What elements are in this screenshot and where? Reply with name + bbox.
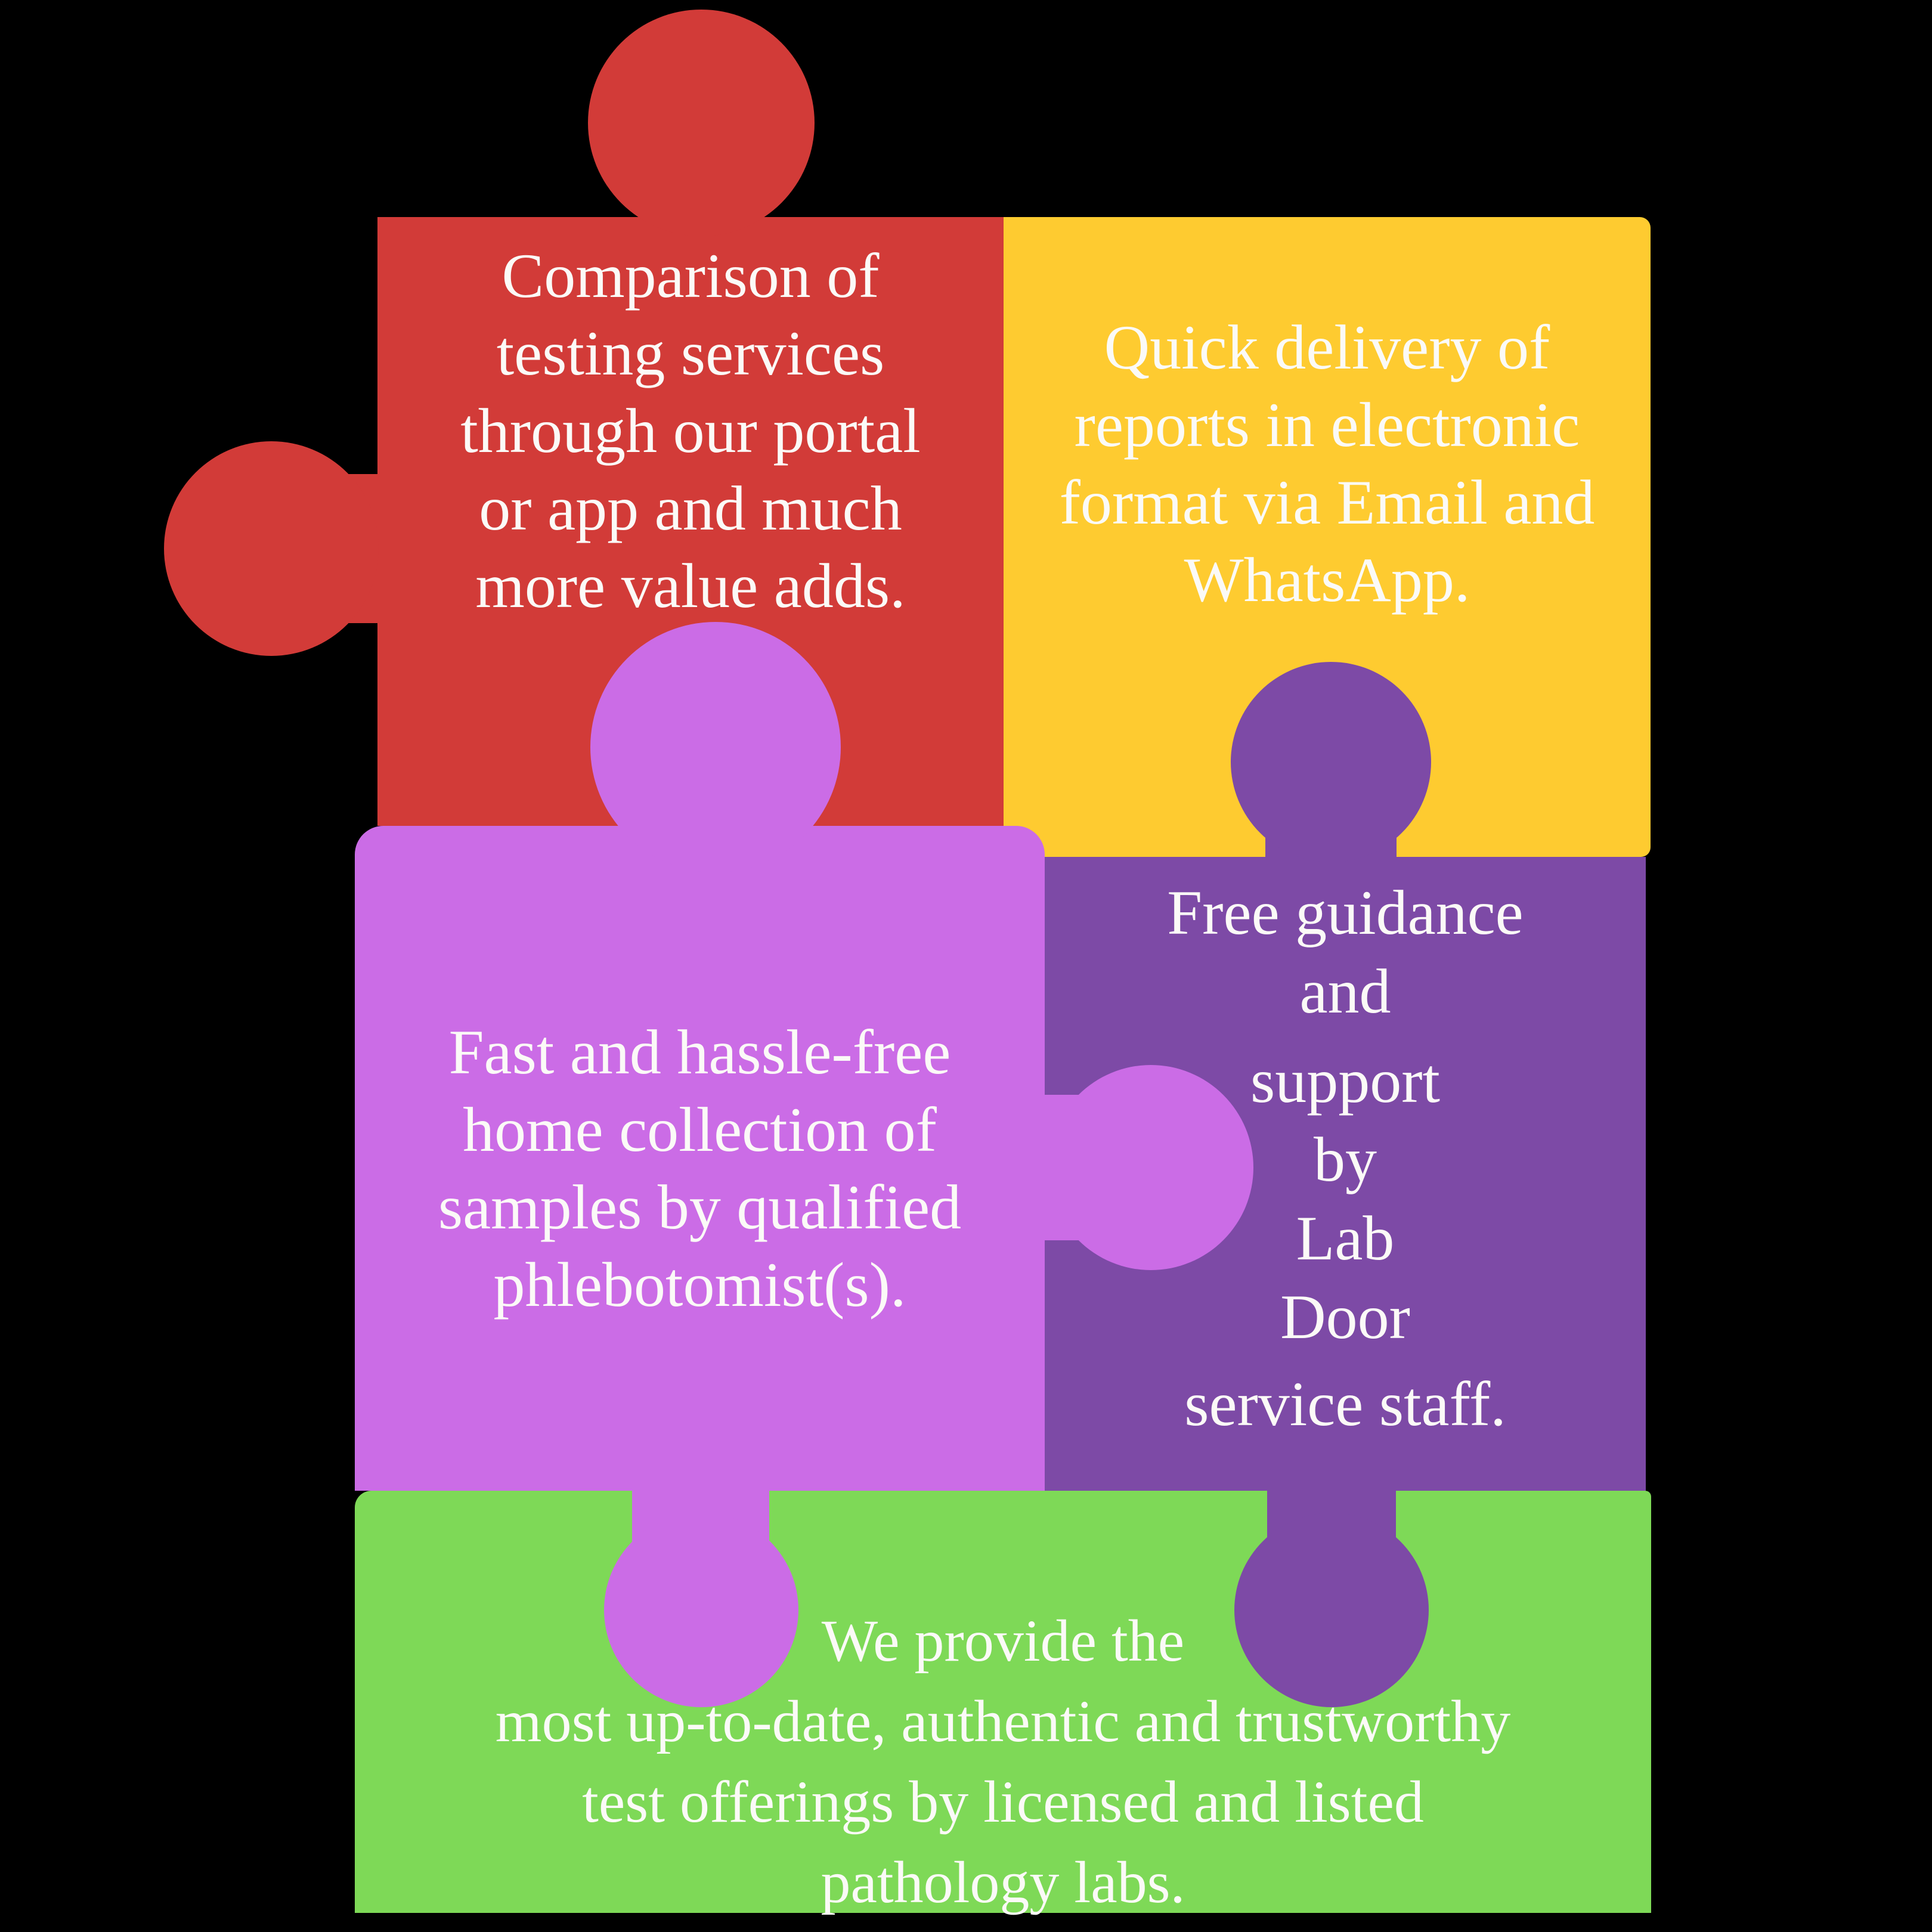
pink-text: Fast and hassle-free home collection of …	[355, 1014, 1045, 1324]
pink-right-knob	[1048, 1065, 1253, 1270]
red-text-line: testing services	[496, 318, 885, 388]
red-text-line: Comparison of	[501, 241, 880, 311]
yellow-text-line: WhatsApp.	[1184, 545, 1470, 615]
pink-text-line: Fast and hassle-free	[448, 1017, 951, 1087]
pink-text-line: home collection of	[463, 1095, 937, 1165]
pink-text-line: samples by qualified	[438, 1172, 962, 1242]
yellow-text-line: format via Email and	[1059, 467, 1595, 537]
purple-text-line: Door	[1280, 1282, 1410, 1352]
pink-text-line: phlebotomist(s).	[493, 1250, 906, 1320]
purple-text-line: Free guidance	[1167, 878, 1524, 948]
red-text: Comparison of testing services through o…	[377, 237, 1004, 625]
green-text: We provide the most up-to-date, authenti…	[355, 1600, 1651, 1922]
red-text-line: or app and much	[479, 473, 902, 543]
pink-top-knob	[590, 622, 841, 872]
purple-text-line: and	[1299, 956, 1391, 1026]
yellow-text: Quick delivery of reports in electronic …	[1004, 309, 1651, 619]
red-left-knob	[164, 441, 379, 656]
green-piece-body	[355, 1491, 1651, 1913]
red-top-knob	[588, 10, 815, 236]
red-text-line: more value adds.	[475, 551, 906, 621]
purple-text-line: Lab	[1296, 1203, 1395, 1273]
yellow-text-line: Quick delivery of	[1104, 312, 1550, 382]
purple-bottom-knob	[1234, 1513, 1429, 1707]
green-text-line: We provide the	[821, 1608, 1185, 1674]
pink-piece-body	[355, 826, 1045, 1491]
pink-bottom-knob	[604, 1513, 798, 1707]
yellow-text-line: reports in electronic	[1074, 390, 1580, 460]
green-text-line: test offerings by licensed and listed	[582, 1769, 1424, 1835]
purple-text-line: service staff.	[1184, 1369, 1506, 1439]
green-text-line: pathology labs.	[821, 1849, 1185, 1915]
red-text-line: through our portal	[460, 396, 921, 466]
green-text-line: most up-to-date, authentic and trustwort…	[495, 1688, 1511, 1754]
purple-text-line: by	[1314, 1125, 1377, 1194]
purple-text: Free guidance and support by Lab Door se…	[1045, 874, 1646, 1444]
purple-text-line: support	[1250, 1046, 1440, 1116]
purple-top-knob	[1231, 662, 1431, 862]
